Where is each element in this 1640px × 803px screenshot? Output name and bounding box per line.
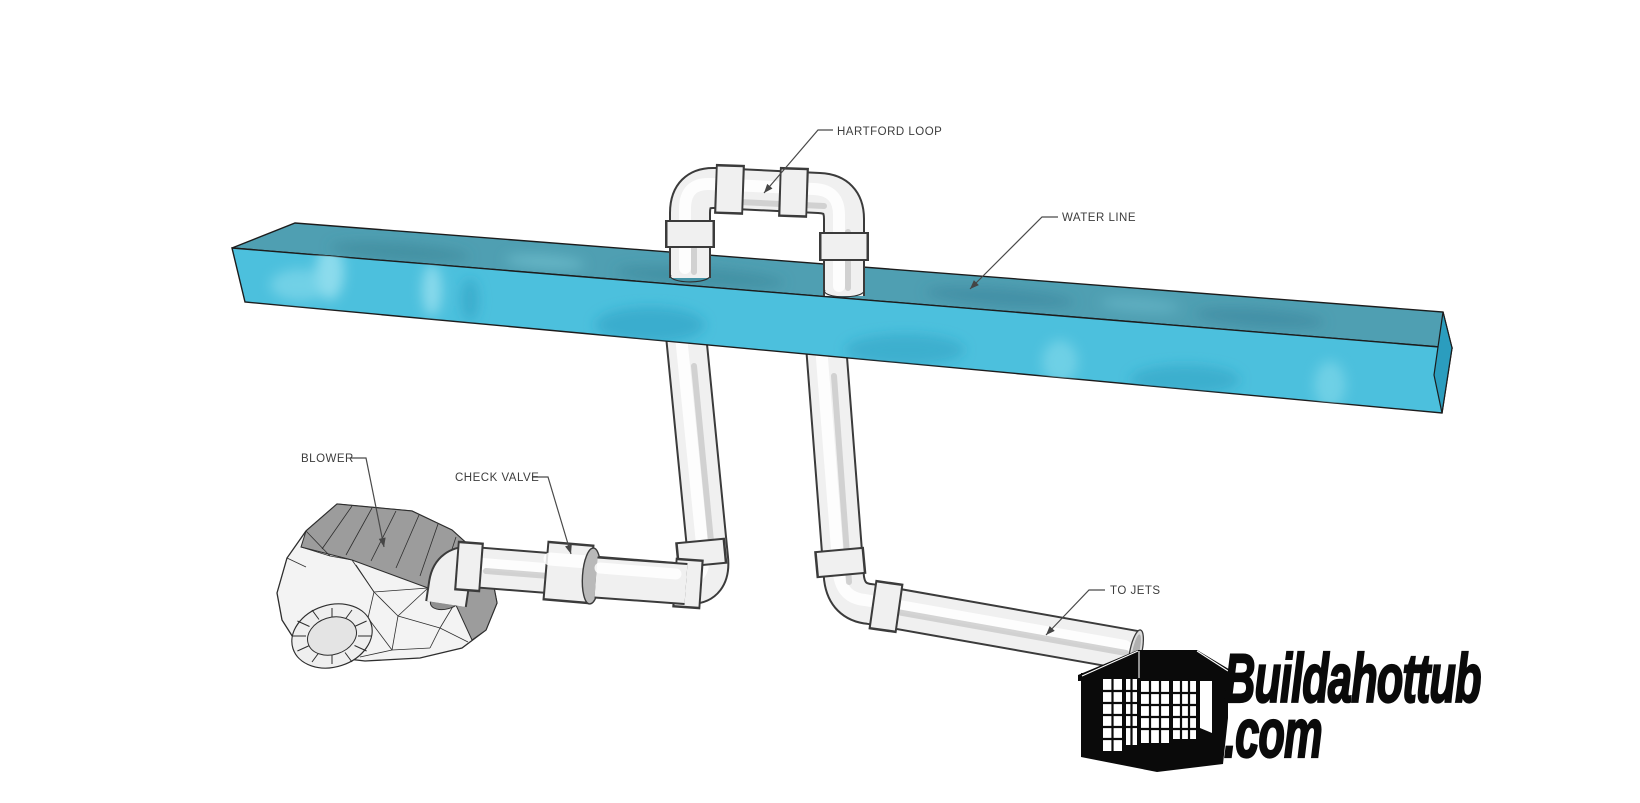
riser-foot-seam [823, 289, 864, 298]
brand-logo: Buildahottub .com [1078, 640, 1482, 773]
leader-line [763, 129, 833, 194]
jets-pipe-assembly [805, 340, 1145, 673]
blower-pipe-assembly [425, 330, 730, 610]
callout-hartford-loop: HARTFORD LOOP [763, 126, 942, 194]
blower-intake [291, 603, 373, 669]
callout-to-jets: TO JETS [1045, 585, 1161, 636]
leader-line [969, 216, 1058, 290]
check-valve-label: CHECK VALVE [455, 472, 539, 484]
callout-blower: BLOWER [301, 453, 386, 548]
water-line-label: WATER LINE [1062, 212, 1136, 224]
blower-unit [276, 503, 498, 669]
callout-check-valve: CHECK VALVE [455, 472, 572, 555]
leader-line [350, 457, 386, 548]
blower-wireframe [286, 530, 469, 658]
logo-title: Buildahottub [1224, 641, 1481, 718]
water-front-texture [270, 248, 1346, 409]
blower-top-face [300, 503, 498, 641]
callout-water-line: WATER LINE [969, 212, 1136, 290]
blower-label: BLOWER [301, 453, 354, 465]
logo-domain: .com [1224, 696, 1322, 773]
buildahottub-house-icon [1078, 650, 1232, 772]
riser-foot-seam [669, 274, 710, 283]
water-top-texture [330, 241, 1325, 329]
pipe-coupling [665, 163, 869, 261]
pipe-coupling [814, 546, 904, 634]
leader-line [532, 476, 572, 555]
to-jets-label: TO JETS [1110, 585, 1161, 597]
hartford-loop-label: HARTFORD LOOP [837, 126, 942, 138]
check-valve-body [542, 540, 602, 605]
leader-line [1045, 589, 1105, 636]
house-window-grid [1103, 679, 1196, 751]
water-side-face [1433, 311, 1453, 414]
